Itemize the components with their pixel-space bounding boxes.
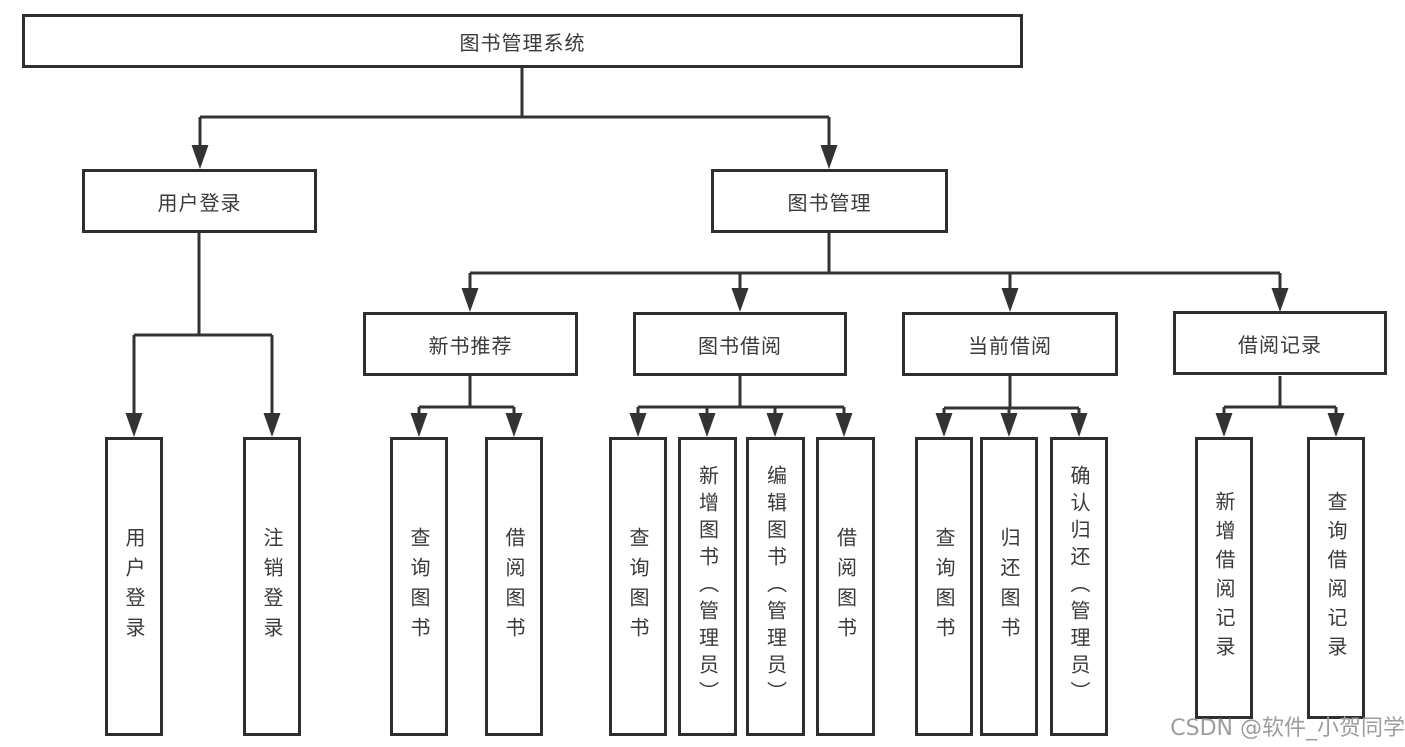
leaf-query-borrow-record: 查询借阅记录 (1307, 437, 1365, 719)
node-book-management: 图书管理 (711, 169, 948, 233)
leaf-return-books: 归还图书 (980, 437, 1038, 736)
leaf-add-books-admin: 新增图书（管理员） (678, 437, 737, 736)
leaf-query-books-current: 查询图书 (915, 437, 973, 736)
node-label: 用户登录 (157, 190, 242, 215)
node-label: 图书管理 (787, 190, 872, 215)
node-label: 确认归还（管理员） (1067, 465, 1091, 708)
leaf-user-login: 用户登录 (105, 437, 163, 736)
leaf-borrow-books: 借阅图书 (816, 437, 875, 736)
node-label: 借阅图书 (502, 526, 526, 647)
node-user-login: 用户登录 (82, 169, 317, 233)
node-label: 当前借阅 (968, 333, 1052, 358)
node-label: 查询借阅记录 (1324, 491, 1348, 665)
node-label: 查询图书 (407, 526, 431, 647)
leaf-add-borrow-record: 新增借阅记录 (1195, 437, 1253, 719)
leaf-confirm-return-admin: 确认归还（管理员） (1050, 437, 1108, 736)
node-label: 用户登录 (122, 526, 146, 647)
arrowheads (125, 145, 1345, 437)
leaf-edit-books-admin: 编辑图书（管理员） (746, 437, 805, 736)
node-label: 归还图书 (997, 526, 1021, 647)
edge-paths (132, 68, 1338, 417)
node-label: 查询图书 (932, 526, 956, 647)
node-library-management-system: 图书管理系统 (22, 14, 1023, 68)
node-label: 新书推荐 (428, 333, 513, 358)
leaf-borrow-books-recommend: 借阅图书 (485, 437, 543, 736)
node-label: 借阅图书 (833, 526, 858, 647)
node-borrowing-records: 借阅记录 (1173, 311, 1387, 375)
node-label: 编辑图书（管理员） (763, 465, 788, 708)
node-label: 图书借阅 (698, 333, 782, 358)
node-label: 借阅记录 (1238, 332, 1322, 357)
leaf-query-books-recommend: 查询图书 (390, 437, 448, 736)
csdn-watermark: CSDN @软件_小贺同学 (1170, 716, 1405, 741)
node-new-book-recommendation: 新书推荐 (363, 312, 578, 376)
node-label: 图书管理系统 (459, 30, 586, 55)
node-book-borrowing: 图书借阅 (633, 312, 847, 376)
node-current-borrowing: 当前借阅 (902, 312, 1118, 376)
node-label: 查询图书 (626, 526, 650, 647)
node-label: 新增借阅记录 (1212, 491, 1236, 665)
leaf-logout: 注销登录 (243, 437, 301, 736)
leaf-query-books-borrow: 查询图书 (609, 437, 667, 736)
node-label: 注销登录 (260, 526, 284, 647)
node-label: 新增图书（管理员） (695, 465, 720, 708)
